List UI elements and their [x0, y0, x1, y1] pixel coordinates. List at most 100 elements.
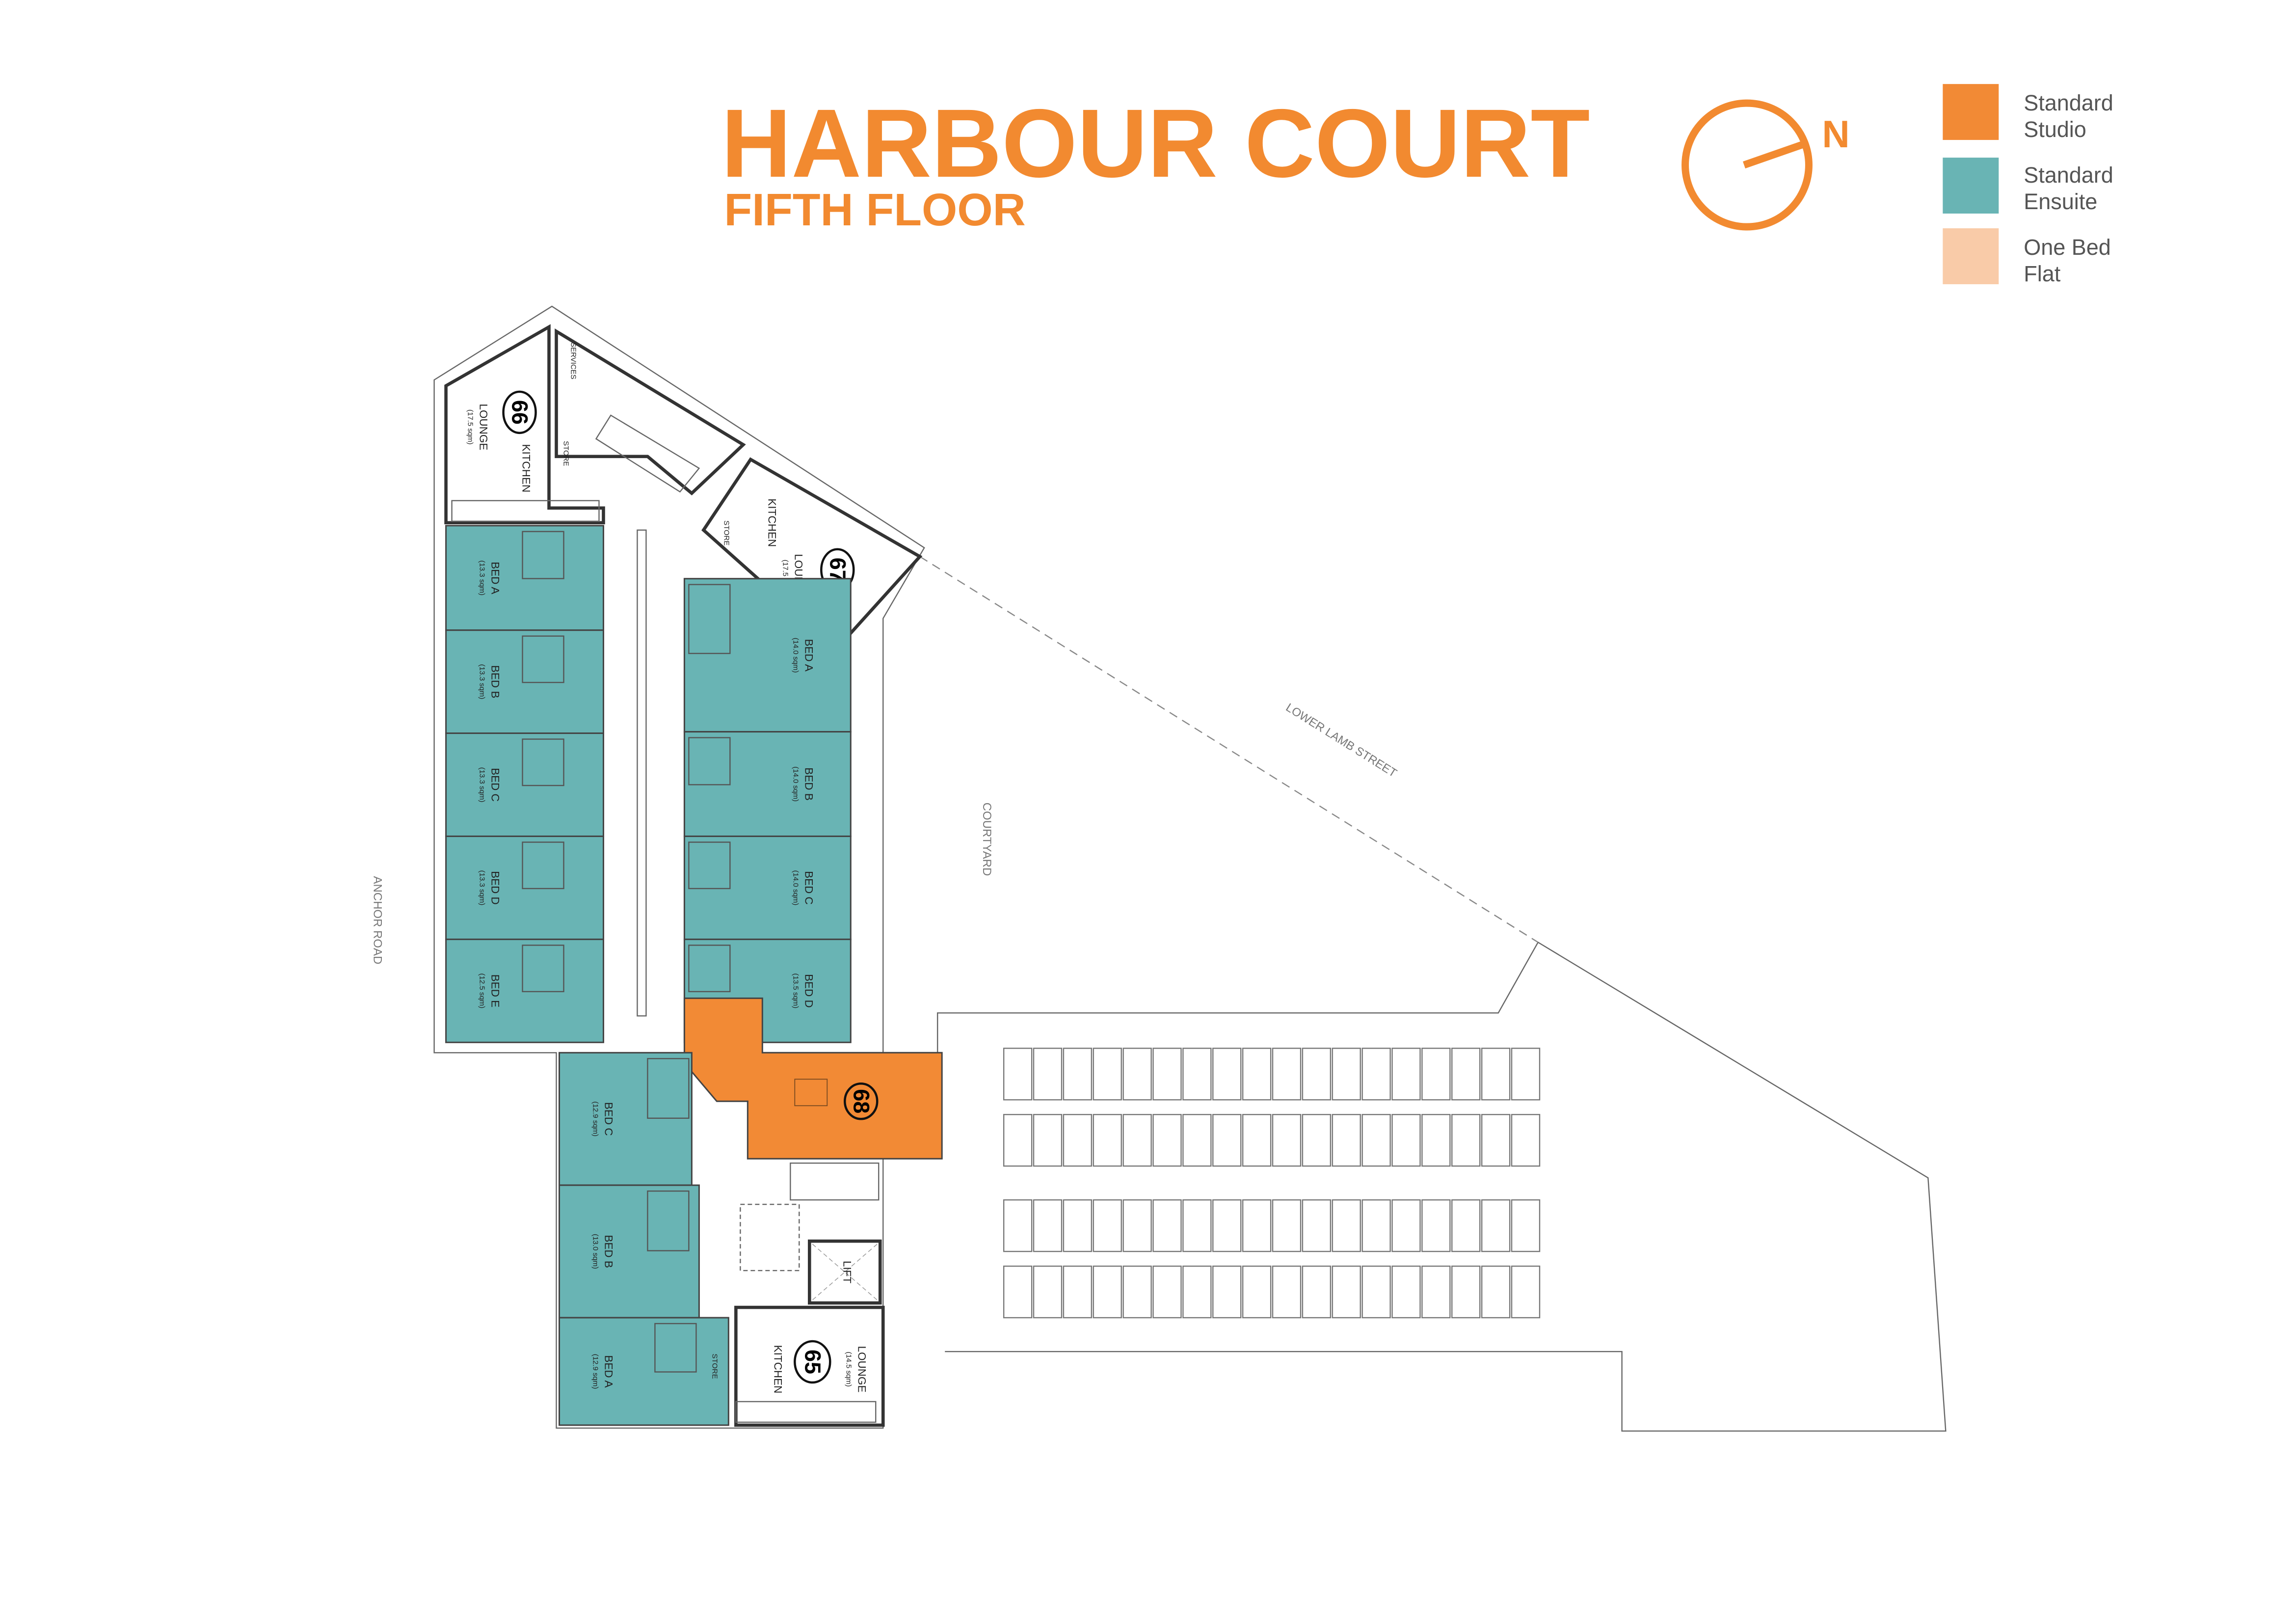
parking-bay [1063, 1199, 1093, 1252]
parking-bay [1182, 1265, 1212, 1319]
legend-swatch-ensuite [1943, 158, 1999, 214]
lift [807, 1239, 882, 1305]
parking-bay [1152, 1265, 1182, 1319]
legend: Standard Studio Standard Ensuite One Bed… [1943, 84, 2113, 286]
room-area: (14.0 sqm) [791, 870, 800, 906]
parking-bay [1391, 1265, 1421, 1319]
parking-bay [1332, 1048, 1361, 1101]
room-area: (12.5 sqm) [478, 974, 486, 1009]
parking-bay [1421, 1048, 1451, 1101]
parking-bay [1272, 1114, 1302, 1167]
parking-bay [1122, 1048, 1152, 1101]
parking-bay [1122, 1265, 1152, 1319]
parking-bay [1481, 1199, 1511, 1252]
parking-bay [1391, 1048, 1421, 1101]
parking-bay [1481, 1265, 1511, 1319]
bedroom: BED A(13.3 sqm) [445, 525, 604, 631]
parking-bay [1093, 1114, 1122, 1167]
parking-bay [1093, 1048, 1122, 1101]
parking-bay [1182, 1114, 1212, 1167]
parking-bay [1481, 1114, 1511, 1167]
room-label: BED B [489, 665, 502, 698]
parking-bays [1003, 1048, 1541, 1319]
parking-bay [1451, 1114, 1481, 1167]
parking-bay [1242, 1199, 1272, 1252]
unit-number: 65 [800, 1350, 825, 1374]
room-area: (13.3 sqm) [478, 560, 486, 595]
parking-bay [1362, 1265, 1391, 1319]
bedroom: BED A(12.9 sqm) [559, 1317, 729, 1426]
parking-bay [1332, 1265, 1361, 1319]
legend-label: Ensuite [2024, 189, 2097, 214]
parking-bay [1122, 1114, 1152, 1167]
parking-bay [1003, 1048, 1033, 1101]
room-label: BED A [602, 1355, 614, 1387]
room-area: (17.5 sqm) [466, 409, 475, 445]
legend-label: Flat [2024, 261, 2060, 286]
room-area: (13.3 sqm) [478, 870, 486, 906]
room-label: BED C [489, 768, 502, 802]
street-label-anchor-road: ANCHOR ROAD [371, 876, 384, 965]
parking-bay [1003, 1114, 1033, 1167]
page-subtitle: FIFTH FLOOR [724, 184, 1025, 235]
parking-bay [1093, 1265, 1122, 1319]
parking-bay [1302, 1114, 1332, 1167]
site-outline [433, 305, 1947, 1432]
parking-bay [1152, 1114, 1182, 1167]
legend-label: Standard [2024, 90, 2113, 115]
parking-bay [1212, 1114, 1242, 1167]
north-label: N [1822, 112, 1849, 156]
legend-label: Standard [2024, 162, 2113, 188]
room-label: BED E [489, 974, 502, 1007]
parking-bay [1451, 1265, 1481, 1319]
room-area: (14.5 sqm) [844, 1352, 853, 1387]
parking-bay [1033, 1199, 1063, 1252]
room-label: STORE [710, 1353, 719, 1379]
parking-bay [1033, 1048, 1063, 1101]
room-label: LOUNGE [478, 404, 490, 450]
parking-bay [1242, 1048, 1272, 1101]
parking-bay [1362, 1199, 1391, 1252]
parking-bay [1302, 1265, 1332, 1319]
bedroom: BED E(12.5 sqm) [445, 938, 604, 1043]
parking-bay [1362, 1114, 1391, 1167]
room-label: KITCHEN [520, 444, 533, 492]
legend-label: Studio [2024, 117, 2086, 142]
parking-bay [1063, 1048, 1093, 1101]
room-label: BED B [602, 1235, 614, 1268]
parking-bay [1302, 1048, 1332, 1101]
parking-bay [1212, 1048, 1242, 1101]
room-area: (14.0 sqm) [791, 638, 800, 673]
unit-number: 68 [849, 1089, 874, 1113]
parking-bay [1511, 1048, 1541, 1101]
bedroom: BED B(13.0 sqm) [559, 1184, 700, 1319]
room-area: (14.0 sqm) [791, 766, 800, 802]
parking-bay [1152, 1048, 1182, 1101]
parking-bay [1122, 1199, 1152, 1252]
bedroom: BED C(14.0 sqm) [683, 835, 852, 940]
room-label: BED C [602, 1102, 614, 1136]
parking-bay [1242, 1265, 1272, 1319]
legend-label: One Bed [2024, 235, 2111, 260]
unit-68-studio: 68 [683, 997, 943, 1160]
room-label: KITCHEN [766, 498, 778, 547]
courtyard-label: COURTYARD [980, 803, 993, 876]
room-area: (12.9 sqm) [591, 1101, 599, 1137]
unit-number: 66 [507, 400, 533, 425]
parking-bay [1511, 1199, 1541, 1252]
parking-bay [1272, 1048, 1302, 1101]
parking-bay [1481, 1048, 1511, 1101]
unit-67: 67 LOUNGE (17.5 sqm) KITCHEN STORE BED A… [683, 457, 923, 1043]
bedroom: BED C(13.3 sqm) [445, 732, 604, 837]
parking-bay [1033, 1114, 1063, 1167]
room-label: BED C [802, 871, 815, 905]
bedroom: BED B(14.0 sqm) [683, 731, 852, 837]
bedroom: BED D(13.3 sqm) [445, 835, 604, 940]
room-label: LIFT [841, 1261, 853, 1283]
parking-bay [1152, 1199, 1182, 1252]
parking-bay [1421, 1199, 1451, 1252]
parking-bay [1362, 1048, 1391, 1101]
parking-bay [1003, 1199, 1033, 1252]
room-label: BED A [489, 562, 502, 594]
